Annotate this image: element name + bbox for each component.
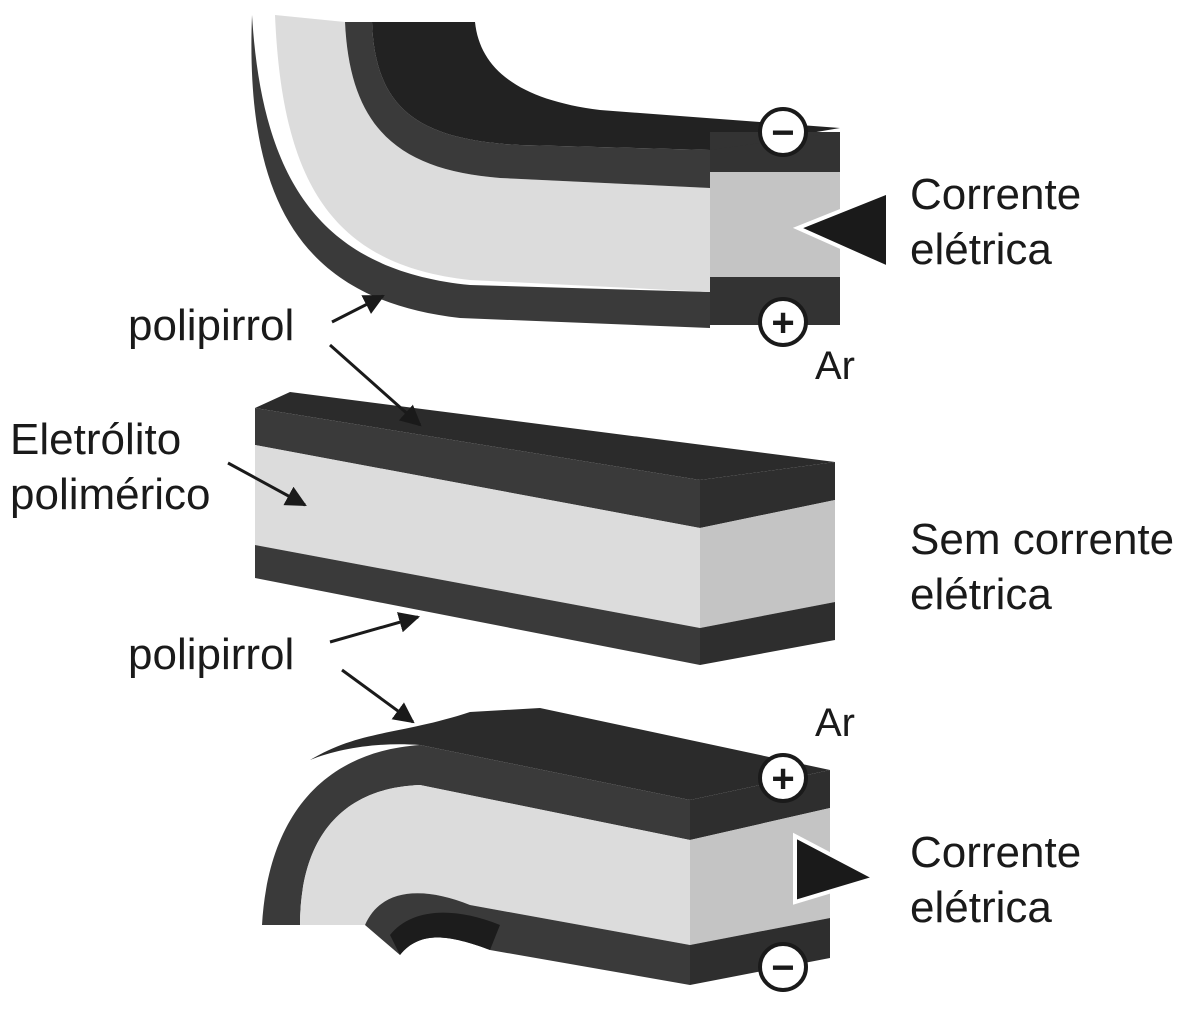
arrow-polypyrrole-upper-1 [331,294,385,324]
top-air-label: Ar [815,344,855,388]
middle-polypyrrole-top [255,408,700,528]
top-electrolyte [275,15,710,292]
bottom-plus-sign: + [771,757,794,801]
bottom-electrolyte [300,785,690,945]
middle-actuator [255,392,835,665]
top-upper-surface [372,22,840,150]
bottom-top-surface [310,708,830,800]
top-minus-sign: − [771,111,794,155]
pointer-arrows [227,294,422,724]
bottom-current-arrow [793,832,881,905]
middle-electrolyte [255,445,700,628]
top-actuator: − + [251,15,890,347]
middle-polypyrrole-bottom [255,545,700,665]
arrow-electrolyte [227,461,307,507]
no-current-label-1: Sem corrente [910,515,1175,564]
polypyrrole-lower-label: polipirrol [128,630,295,679]
top-plus-circle [758,297,808,347]
bottom-minus-sign: − [771,946,794,990]
top-polypyrrole-top [345,22,710,188]
bottom-plus-circle [758,753,808,803]
top-current-label-1: Corrente [910,170,1082,219]
top-current-arrow [792,189,890,272]
bottom-actuator: + − [262,708,881,992]
arrow-polypyrrole-lower-2 [341,668,415,724]
bottom-minus-circle [758,942,808,992]
top-current-label-2: elétrica [910,225,1052,274]
bottom-current-label-1: Corrente [910,828,1082,877]
middle-end-electrolyte [700,500,835,628]
polypyrrole-upper-label: polipirrol [128,301,295,350]
bottom-current-label-2: elétrica [910,883,1052,932]
arrow-polypyrrole-lower-1 [329,612,421,644]
electrolyte-label-2: polimérico [10,470,211,519]
no-current-label-2: elétrica [910,570,1052,619]
arrow-polypyrrole-upper-2 [329,343,422,427]
top-polypyrrole-bottom [251,15,710,328]
bottom-air-label: Ar [815,701,855,745]
electrolyte-label-1: Eletrólito [10,415,182,464]
top-minus-circle [758,107,808,157]
top-plus-sign: + [771,301,794,345]
bottom-polypyrrole-top [262,745,690,925]
